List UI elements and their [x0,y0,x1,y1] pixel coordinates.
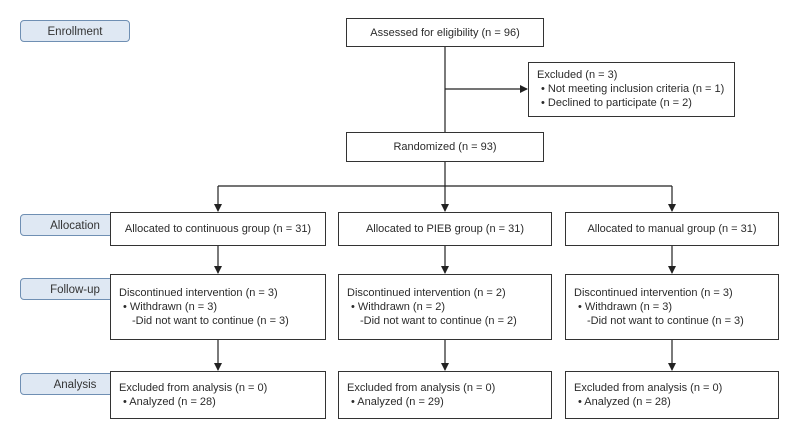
withdrawn-text: • Withdrawn (n = 3) [578,301,673,313]
randomized-text: Randomized (n = 93) [393,141,497,153]
allocation-text: Allocated to manual group (n = 31) [587,223,757,235]
withdrawn-text: • Withdrawn (n = 2) [351,301,446,313]
stage-label-enrollment: Enrollment [20,20,130,42]
analyzed-text: • Analyzed (n = 28) [123,396,216,408]
reason-text: -Did not want to continue (n = 3) [132,315,289,327]
allocation-box-pieb: Allocated to PIEB group (n = 31) [338,212,552,246]
stage-label-followup: Follow-up [20,278,130,300]
allocation-box-continuous: Allocated to continuous group (n = 31) [110,212,326,246]
excluded-title: Excluded (n = 3) [537,69,618,81]
analyzed-text: • Analyzed (n = 28) [578,396,671,408]
allocation-text: Allocated to continuous group (n = 31) [124,223,312,235]
reason-text: -Did not want to continue (n = 2) [360,315,517,327]
excluded-item-2: • Declined to participate (n = 2) [541,97,692,109]
excluded-analysis-text: Excluded from analysis (n = 0) [119,382,268,394]
followup-box-pieb: Discontinued intervention (n = 2) • With… [338,274,552,340]
followup-box-continuous: Discontinued intervention (n = 3) • With… [110,274,326,340]
allocation-box-manual: Allocated to manual group (n = 31) [565,212,779,246]
randomized-box: Randomized (n = 93) [346,132,544,162]
analysis-box-pieb: Excluded from analysis (n = 0) • Analyze… [338,371,552,419]
stage-label-allocation: Allocation [20,214,130,236]
analyzed-text: • Analyzed (n = 29) [351,396,444,408]
discontinued-text: Discontinued intervention (n = 2) [347,287,506,299]
withdrawn-text: • Withdrawn (n = 3) [123,301,218,313]
followup-box-manual: Discontinued intervention (n = 3) • With… [565,274,779,340]
excluded-analysis-text: Excluded from analysis (n = 0) [347,382,496,394]
excluded-box: Excluded (n = 3) • Not meeting inclusion… [528,62,735,117]
analysis-box-manual: Excluded from analysis (n = 0) • Analyze… [565,371,779,419]
allocation-text: Allocated to PIEB group (n = 31) [365,223,525,235]
discontinued-text: Discontinued intervention (n = 3) [119,287,278,299]
discontinued-text: Discontinued intervention (n = 3) [574,287,733,299]
analysis-box-continuous: Excluded from analysis (n = 0) • Analyze… [110,371,326,419]
excluded-item-1: • Not meeting inclusion criteria (n = 1) [541,83,725,95]
reason-text: -Did not want to continue (n = 3) [587,315,744,327]
excluded-analysis-text: Excluded from analysis (n = 0) [574,382,723,394]
assessed-text: Assessed for eligibility (n = 96) [370,26,520,39]
assessed-box: Assessed for eligibility (n = 96) [346,18,544,47]
